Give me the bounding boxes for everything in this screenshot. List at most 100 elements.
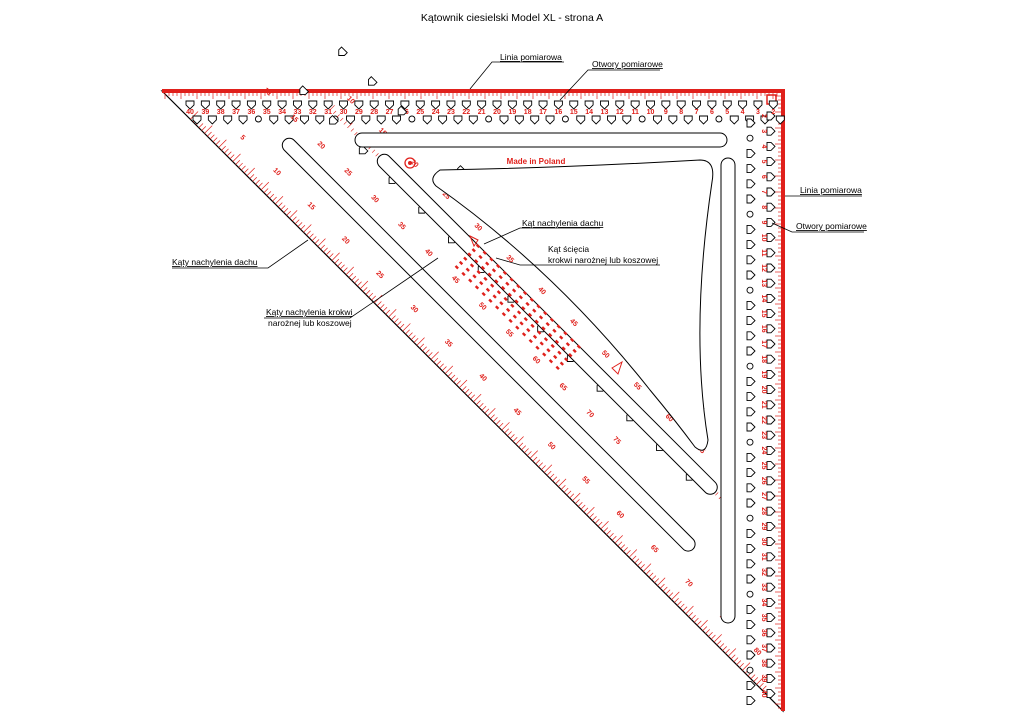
roof-angle-scale-numbers: 5101520253035404550556065707580 [238, 134, 762, 657]
hyp-tick [492, 417, 498, 422]
svg-text:Linia pomiarowa: Linia pomiarowa [500, 52, 562, 62]
diag-tick [340, 117, 344, 122]
right-scale-number: 10 [760, 234, 767, 242]
top-scale-number: 4 [741, 109, 745, 116]
hyp-tick [560, 484, 566, 490]
right-hole-lower [746, 559, 756, 569]
callout-katy-dachu: Kąty nachylenia dachu [172, 239, 309, 269]
top-hole [753, 100, 763, 110]
right-hole-lower [746, 498, 756, 508]
right-scale-number: 21 [760, 401, 767, 409]
hyp-tick [396, 321, 402, 326]
right-hole-lower [746, 422, 756, 432]
hyp-tick [606, 530, 611, 535]
hyp-tick [628, 549, 638, 558]
top-scale-number: 25 [416, 109, 424, 116]
diag-hole-outer [329, 114, 339, 125]
hyp-tick [484, 408, 490, 414]
cut-table-digit [463, 256, 468, 261]
right-hole-lower [746, 331, 756, 341]
hyp-tick [657, 577, 666, 586]
right-hole-lower [746, 528, 756, 538]
hyp-tick [368, 292, 374, 298]
hyp-tick [204, 125, 213, 134]
cut-table-digit [480, 265, 486, 271]
inner-scale-number: 50 [600, 350, 611, 361]
inner-scale-number: 30 [473, 222, 484, 233]
hyp-tick [306, 230, 311, 236]
inner-scale-number: 45 [568, 318, 579, 329]
diag-tick [343, 121, 347, 125]
right-hole-lower [746, 376, 756, 386]
hyp-tick [555, 479, 560, 485]
hyp-tick [620, 544, 626, 550]
hyp-tick [342, 267, 348, 273]
cut-table-digit [542, 352, 547, 357]
top-hole [293, 100, 302, 110]
top-hole-lower [207, 115, 217, 125]
top-hole [415, 100, 425, 110]
top-hole-lower [468, 115, 478, 125]
right-hole [766, 673, 776, 683]
hyp-tick [464, 388, 470, 394]
cut-table-digit [483, 276, 488, 281]
cut-table-digit [488, 298, 493, 303]
hyp-tick [674, 598, 679, 603]
right-scale-number: 16 [760, 325, 767, 333]
hyp-tick [425, 349, 430, 355]
right-hole [766, 202, 776, 212]
top-hole-lower [499, 115, 509, 125]
diag-tick [371, 149, 376, 153]
cut-table-digit [510, 303, 515, 308]
hyp-tick [617, 541, 623, 547]
hyp-tick [447, 371, 453, 377]
right-scale-number: 2 [760, 114, 767, 118]
cut-table-digit [536, 304, 541, 309]
cut-table-digit [505, 307, 511, 313]
cut-table-digit [537, 330, 542, 335]
top-scale-number: 8 [679, 109, 683, 116]
hyp-tick [725, 648, 730, 654]
cut-table-digit [563, 331, 568, 336]
cut-table-digit [474, 285, 480, 290]
cut-table-digit [534, 319, 539, 324]
hyp-tick [297, 222, 303, 227]
top-scale-number: 19 [508, 109, 516, 116]
hyp-tick [413, 338, 419, 343]
hyp-tick [246, 167, 255, 177]
callout-otwory-top: Otwory pomiarowe [559, 59, 663, 101]
cut-table-digit [559, 361, 565, 366]
hyp-tick [507, 431, 512, 437]
top-scale-number: 12 [616, 109, 624, 116]
hyp-tick [475, 400, 481, 405]
hyp-tick [671, 591, 680, 600]
right-hole [766, 597, 776, 607]
cut-table-digit [519, 321, 524, 326]
cut-table-digit [507, 292, 512, 297]
hyp-tick [733, 657, 739, 663]
cut-table-digit [461, 271, 466, 277]
right-hole-lower [746, 620, 756, 630]
top-hole [646, 100, 655, 110]
hyp-tick [427, 352, 433, 357]
cut-table-digit [491, 268, 497, 273]
cut-table-digit [516, 284, 521, 289]
right-hole [766, 385, 776, 395]
cut-table-digit [501, 312, 506, 317]
hyp-tick [501, 422, 510, 431]
hyp-tick [382, 306, 388, 312]
hyp-tick [263, 188, 269, 193]
top-hole [354, 100, 364, 110]
hyp-tick [549, 473, 555, 479]
right-hole [766, 461, 776, 471]
right-scale-number: 40 [760, 690, 767, 698]
cut-table-digit [521, 306, 526, 311]
right-scale-number: 17 [760, 340, 767, 348]
right-hole [766, 293, 776, 303]
hyp-tick [255, 179, 260, 185]
hyp-tick [308, 233, 314, 239]
roof-angle-number: 55 [580, 475, 591, 486]
cut-table-digit [474, 259, 479, 264]
